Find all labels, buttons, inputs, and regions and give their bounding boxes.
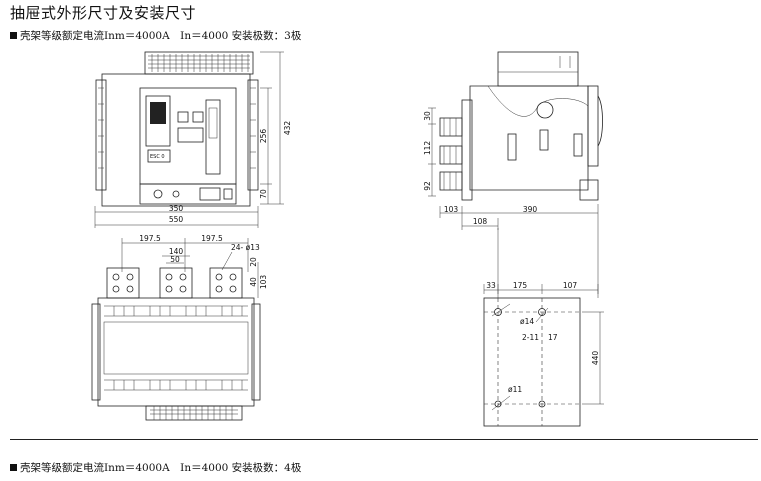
front-dim-256: 256 <box>259 129 268 144</box>
front-bottom-plate <box>139 183 237 205</box>
mount-dim-440: 440 <box>591 351 600 366</box>
front-right-rail <box>247 79 259 191</box>
bullet-square-icon <box>10 32 17 39</box>
top-dim-103: 103 <box>259 275 268 290</box>
mount-dim-17: 17 <box>548 333 558 342</box>
side-dim-112: 112 <box>423 141 432 156</box>
mount-hole-11-label: ø11 <box>508 385 522 394</box>
page-title: 抽屉式外形尺寸及安装尺寸 <box>10 4 197 22</box>
side-rear-plate <box>587 85 599 167</box>
side-dim-30: 30 <box>423 111 432 121</box>
mount-slot-label: 2-11 <box>522 333 539 342</box>
side-top-connector <box>497 51 579 87</box>
side-handle-hub-icon <box>536 101 554 119</box>
top-dim-197-right: 197.5 <box>201 234 223 243</box>
front-dim-550: 550 <box>169 215 184 224</box>
bullet-square-icon <box>10 464 17 471</box>
front-lock-icon <box>172 190 180 198</box>
mount-plate <box>483 297 581 427</box>
front-dim-432: 432 <box>283 121 292 136</box>
side-view: 30 112 92 103 390 108 <box>423 51 603 230</box>
top-busbar-right <box>209 267 243 299</box>
mount-hole-11-icon <box>494 400 502 408</box>
front-top-terminals <box>144 51 254 75</box>
front-position-indicator <box>199 187 221 201</box>
front-racking-hole-icon <box>153 189 163 199</box>
top-dim-197-left: 197.5 <box>139 234 161 243</box>
front-indicator-window <box>177 127 204 143</box>
side-dim-103: 103 <box>444 205 459 214</box>
top-holes-label: 24- ø13 <box>231 243 260 252</box>
spec-text-4pole: 壳架等级额定电流Inm＝4000A In＝4000 安装极数：4极 <box>20 462 302 474</box>
front-dim-350: 350 <box>169 204 184 213</box>
side-dim-92: 92 <box>423 181 432 191</box>
spec-line-3pole: 壳架等级额定电流Inm＝4000A In＝4000 安装极数：3极 <box>10 28 301 43</box>
front-on-button <box>177 111 189 123</box>
svg-text:ESC 0: ESC 0 <box>150 154 165 160</box>
front-top-terminal-teeth <box>148 54 250 72</box>
mount-hole-14-label: ø14 <box>520 317 534 326</box>
front-left-rail <box>95 79 107 191</box>
top-bottom-terminals <box>145 405 243 421</box>
spec-text-3pole: 壳架等级额定电流Inm＝4000A In＝4000 安装极数：3极 <box>20 30 302 42</box>
side-body <box>469 85 589 191</box>
top-dim-40: 40 <box>249 277 258 287</box>
mount-view: 33 175 107 ø14 2-11 17 ø11 440 <box>483 218 604 427</box>
mount-dim-175: 175 <box>513 281 528 290</box>
front-controller-panel <box>145 95 171 147</box>
top-dim-20: 20 <box>249 257 258 267</box>
top-view: 197.5 197.5 24- ø13 140 50 20 40 103 <box>91 234 268 421</box>
front-chassis <box>101 73 251 207</box>
mount-dim-33: 33 <box>486 281 496 290</box>
front-view: ESC 0 350 550 256 70 432 <box>94 51 292 228</box>
front-handle <box>205 99 221 175</box>
side-dim-390: 390 <box>523 205 538 214</box>
top-dim-140: 140 <box>169 247 184 256</box>
spec-line-4pole: 壳架等级额定电流Inm＝4000A In＝4000 安装极数：4极 <box>10 460 301 475</box>
front-off-button <box>192 111 204 123</box>
side-terminals <box>439 99 473 201</box>
top-dim-50: 50 <box>170 255 180 264</box>
section-divider <box>10 439 758 440</box>
front-lcd-display <box>150 102 166 124</box>
top-busbar-left <box>106 267 140 299</box>
mount-dim-107: 107 <box>563 281 578 290</box>
front-dim-70: 70 <box>259 189 268 199</box>
side-dim-108: 108 <box>473 217 488 226</box>
top-busbar-mid <box>159 267 193 299</box>
mount-hole-14-icon <box>494 308 502 316</box>
front-keypad <box>147 149 171 163</box>
